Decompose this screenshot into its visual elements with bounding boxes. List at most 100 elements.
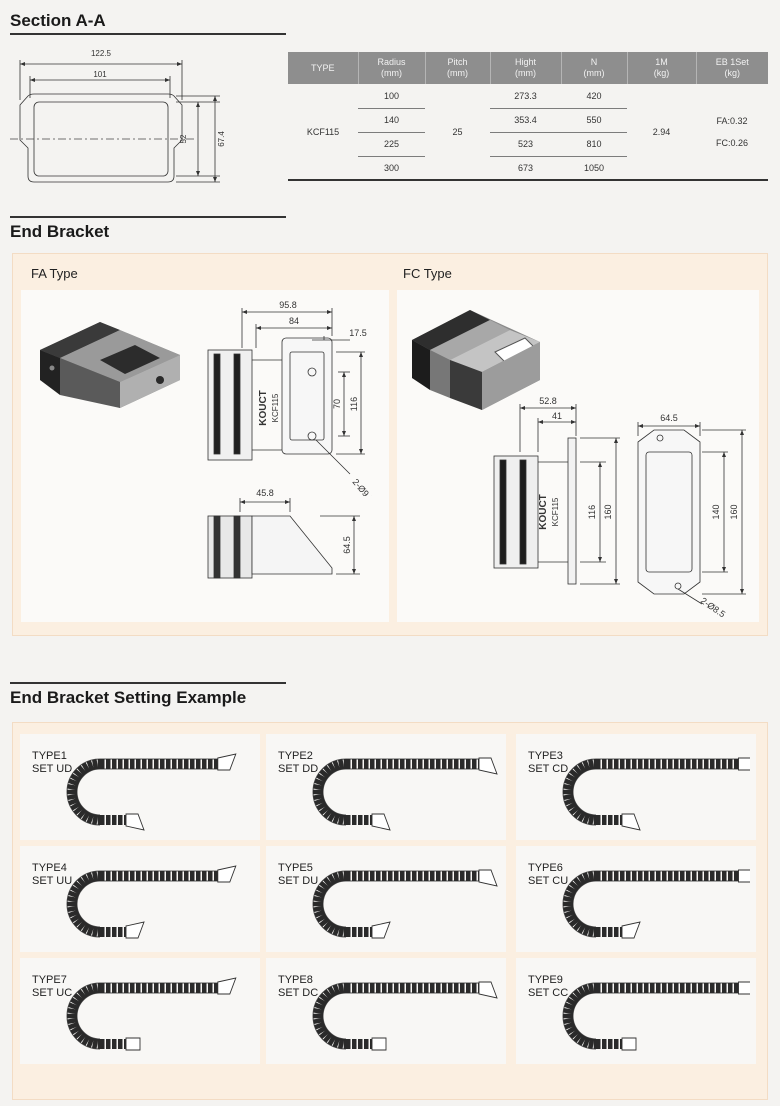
setting-set-label: SET UU xyxy=(32,875,73,887)
setting-title: End Bracket Setting Example xyxy=(10,688,247,707)
dim-outer-width: 122.5 xyxy=(91,49,112,58)
fa-bracket-photo xyxy=(30,300,190,420)
setting-type-label: TYPE6 xyxy=(528,862,563,874)
fc-brand-text: KOUCT xyxy=(538,494,549,530)
setting-set-label: SET CU xyxy=(528,875,569,887)
section-a-rule xyxy=(10,33,286,35)
fc-dim-d7: 160 xyxy=(729,504,739,519)
header-type: TYPE xyxy=(288,52,359,84)
fc-dim-d4: 160 xyxy=(603,504,613,519)
cell-radius: 225 xyxy=(358,132,425,157)
cell-pitch: 25 xyxy=(425,84,490,181)
cell-n: 550 xyxy=(561,108,627,133)
setting-set-label: SET UD xyxy=(32,763,73,775)
cell-hight: 523 xyxy=(490,132,561,157)
fc-type-label: FC Type xyxy=(403,266,452,281)
table-row: 140 353.4 550 xyxy=(288,108,768,133)
setting-type-label: TYPE8 xyxy=(278,974,313,986)
table-row: 225 523 810 xyxy=(288,132,768,157)
cable-chain-diagram xyxy=(560,746,753,840)
fa-brand-text: KOUCT xyxy=(258,390,269,426)
setting-set-label: SET DD xyxy=(278,763,319,775)
setting-set-label: SET CD xyxy=(528,763,569,775)
setting-rule xyxy=(10,682,286,684)
setting-type-label: TYPE4 xyxy=(32,862,67,874)
cell-radius: 100 xyxy=(358,84,425,109)
fc-dim-d5: 64.5 xyxy=(660,413,678,423)
dim-inner-width: 101 xyxy=(93,70,107,79)
eb-fc-value: FC:0.26 xyxy=(715,137,748,148)
fa-bracket-drawing: KOUCT KCF115 95.8 84 17.5 70 116 2-Ø9.5 xyxy=(200,296,380,496)
cable-chain-diagram xyxy=(310,970,500,1064)
dim-inner-height: 52 xyxy=(179,134,188,143)
fc-dim-d3: 116 xyxy=(587,505,597,519)
header-weight: 1M(kg) xyxy=(627,52,697,84)
cable-chain-diagram xyxy=(310,746,500,840)
cell-hight: 273.3 xyxy=(490,84,561,109)
cable-chain-diagram xyxy=(560,970,753,1064)
setting-type-label: TYPE1 xyxy=(32,750,67,762)
fc-dim-hole: 2-Ø8.5 xyxy=(699,595,727,619)
table-row: KCF115 100 25 273.3 420 2.94 FA:0.32 FC:… xyxy=(288,84,768,181)
eb-fa-value: FA:0.32 xyxy=(716,115,748,126)
fc-dim-d6: 140 xyxy=(711,504,721,519)
cable-chain-diagram xyxy=(64,858,254,952)
fa-dim-d6: 45.8 xyxy=(256,488,274,498)
fa-bracket-side-drawing: 45.8 64.5 xyxy=(200,482,380,582)
setting-set-label: SET DC xyxy=(278,987,319,999)
cable-chain-diagram xyxy=(64,970,254,1064)
setting-set-label: SET DU xyxy=(278,875,319,887)
section-a-title: Section A-A xyxy=(10,11,106,30)
table-row: 300 673 1050 xyxy=(288,156,768,181)
section-a-drawing: 122.5 101 52 67.4 xyxy=(10,40,230,190)
end-bracket-rule xyxy=(10,216,286,218)
spec-header-row: TYPE Radius(mm) Pitch(mm) Hight(mm) N(mm… xyxy=(288,52,768,84)
fa-type-label: FA Type xyxy=(31,266,78,281)
cell-n: 1050 xyxy=(561,156,627,181)
fc-bracket-drawing: KOUCT KCF115 52.8 41 116 160 64.5 140 16… xyxy=(488,392,758,624)
setting-type-label: TYPE9 xyxy=(528,974,563,986)
cell-hight: 353.4 xyxy=(490,108,561,133)
cable-chain-diagram xyxy=(560,858,753,952)
setting-type-label: TYPE2 xyxy=(278,750,313,762)
fc-dim-d2: 41 xyxy=(552,411,562,421)
fc-dim-d1: 52.8 xyxy=(539,396,557,406)
setting-type-label: TYPE5 xyxy=(278,862,313,874)
header-n: N(mm) xyxy=(561,52,628,84)
fa-dim-d7: 64.5 xyxy=(342,536,352,554)
fa-dim-d2: 84 xyxy=(289,316,299,326)
setting-type-label: TYPE7 xyxy=(32,974,67,986)
cell-radius: 300 xyxy=(358,156,425,181)
cell-n: 810 xyxy=(561,132,627,157)
fa-model-text: KCF115 xyxy=(271,393,280,422)
fa-dim-d1: 95.8 xyxy=(279,300,297,310)
cell-radius: 140 xyxy=(358,108,425,133)
header-eb-set: EB 1Set(kg) xyxy=(696,52,768,84)
cable-chain-diagram xyxy=(310,858,500,952)
header-radius: Radius(mm) xyxy=(358,52,426,84)
cell-weight: 2.94 xyxy=(627,84,696,181)
end-bracket-title: End Bracket xyxy=(10,222,110,241)
cell-type: KCF115 xyxy=(288,84,358,181)
cable-chain-diagram xyxy=(64,746,254,840)
setting-type-label: TYPE3 xyxy=(528,750,563,762)
fc-model-text: KCF115 xyxy=(551,497,560,526)
fa-dim-d4: 70 xyxy=(332,399,342,409)
header-pitch: Pitch(mm) xyxy=(425,52,491,84)
